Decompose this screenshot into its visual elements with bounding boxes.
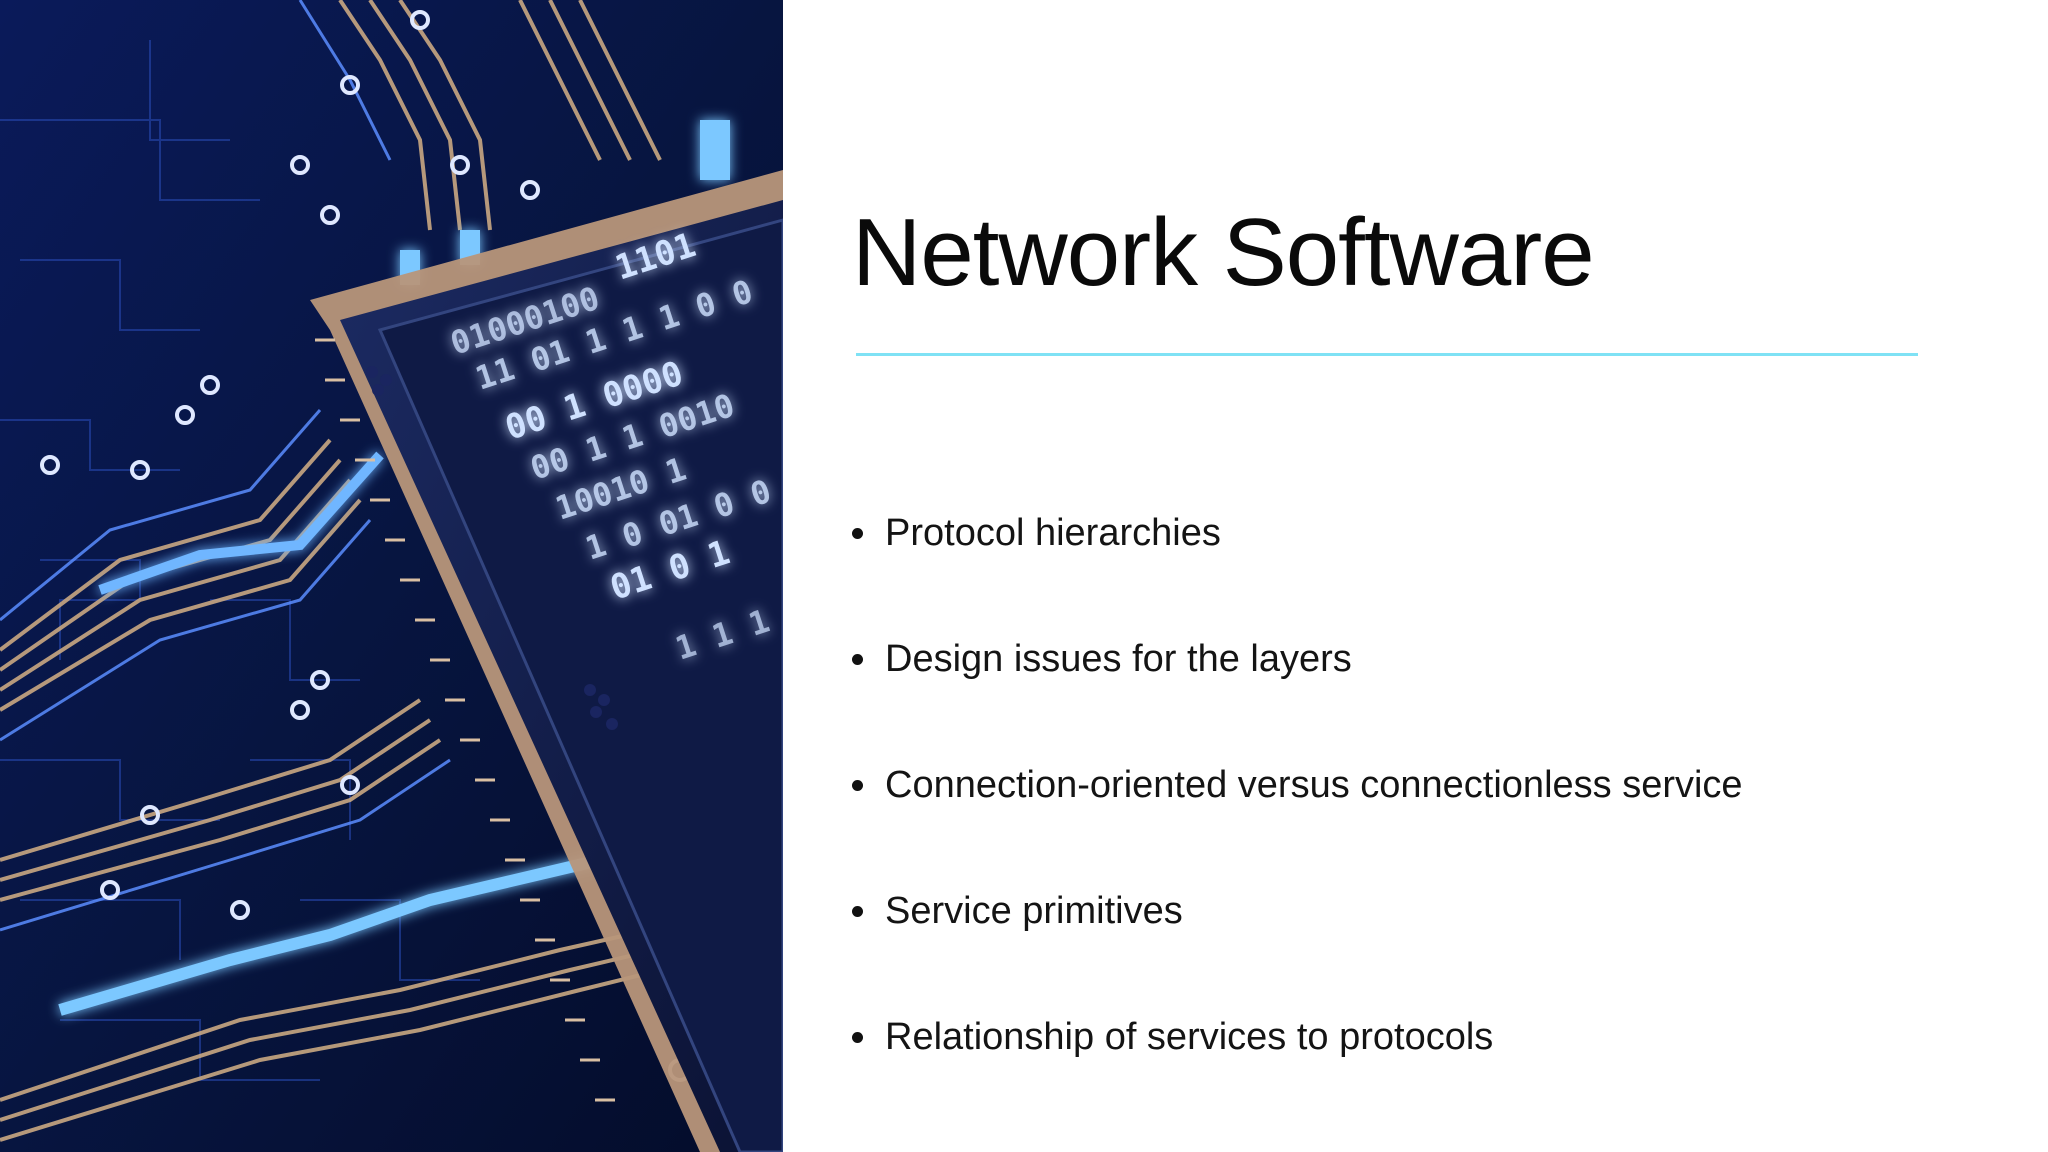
bullet-text: Design issues for the layers — [885, 637, 1352, 680]
bullet-item: Protocol hierarchies — [852, 470, 1743, 596]
circuit-board-image: 1101 01000100 11 01 1 1 1 0 0 00 1 0000 … — [0, 0, 783, 1152]
circuit-board-chip-icon: 1101 01000100 11 01 1 1 1 0 0 00 1 0000 … — [0, 0, 783, 1152]
bullet-text: Service primitives — [885, 889, 1183, 932]
bullet-icon — [852, 905, 863, 917]
bullet-icon — [852, 653, 863, 665]
bullet-icon — [852, 1031, 863, 1043]
title-divider — [856, 353, 1918, 356]
bullet-item: Service primitives — [852, 848, 1743, 974]
bullet-item: Design issues for the layers — [852, 596, 1743, 722]
bullet-item: Relationship of services to protocols — [852, 974, 1743, 1100]
bullet-item: Connection-oriented versus connectionles… — [852, 722, 1743, 848]
bullet-icon — [852, 779, 863, 791]
bullet-text: Connection-oriented versus connectionles… — [885, 763, 1743, 806]
slide-title: Network Software — [852, 199, 1595, 306]
bullet-text: Protocol hierarchies — [885, 511, 1221, 554]
bullet-icon — [852, 527, 863, 539]
bullet-text: Relationship of services to protocols — [885, 1015, 1494, 1058]
bullet-list: Protocol hierarchies Design issues for t… — [852, 470, 1743, 1100]
